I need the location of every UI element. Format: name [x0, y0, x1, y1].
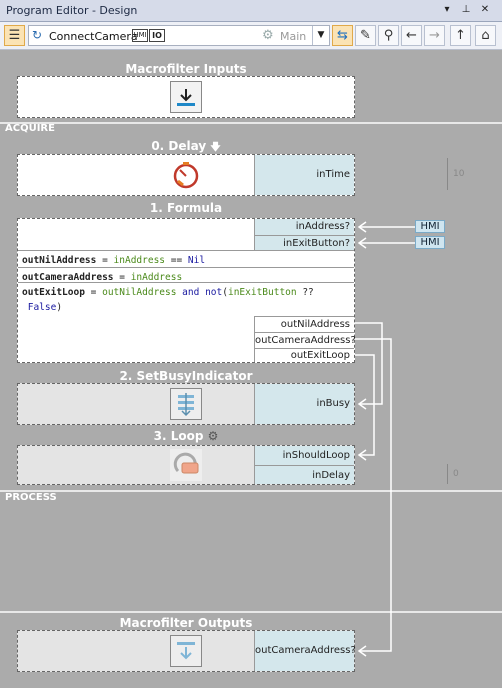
- io-icon: IO: [149, 29, 165, 42]
- variant-label: Main: [280, 30, 307, 43]
- edit-icon[interactable]: ✎: [355, 25, 376, 46]
- macro-inputs-block[interactable]: [17, 76, 355, 118]
- macro-output-outcameraaddress[interactable]: outCameraAddress?: [254, 631, 356, 671]
- process-divider: [0, 490, 502, 492]
- hmi-tag-inaddress[interactable]: HMI: [415, 220, 445, 233]
- arrow-down-icon: 🡇: [210, 142, 221, 153]
- formula-output-outcameraaddress[interactable]: outCameraAddress?: [254, 332, 356, 348]
- busy-indicator-icon: [170, 388, 202, 420]
- busy-block[interactable]: inBusy: [17, 383, 355, 425]
- dropdown-icon[interactable]: ▾: [444, 4, 450, 15]
- loop-param: 0: [447, 464, 467, 484]
- title-bar: Program Editor - Design ▾ ⊥ ✕: [0, 0, 502, 22]
- loop-input-inshouldloop[interactable]: inShouldLoop: [254, 446, 354, 465]
- formula-output-outniladdress[interactable]: outNilAddress: [254, 316, 354, 332]
- formula-block[interactable]: inAddress? inExitButton? outNilAddress =…: [17, 218, 356, 363]
- formula-input-inexitbutton[interactable]: inExitButton?: [254, 235, 354, 250]
- delay-block[interactable]: inTime: [17, 154, 355, 196]
- home-icon[interactable]: ⌂: [475, 25, 496, 46]
- forward-arrow-icon[interactable]: →: [424, 25, 445, 46]
- delay-input-intime[interactable]: inTime: [254, 155, 354, 195]
- formula-line-1[interactable]: outNilAddress = inAddress == Nil: [18, 250, 354, 270]
- refresh-macro-icon: ↻: [32, 28, 43, 42]
- macro-outputs-block[interactable]: outCameraAddress?: [17, 630, 356, 672]
- macrofilter-selector[interactable]: ↻ ConnectCamera HMI IO ⚙ Main ▼: [28, 25, 330, 46]
- up-arrow-icon[interactable]: ↑: [450, 25, 471, 46]
- gear-icon: ⚙: [262, 28, 274, 43]
- formula-title: 1. Formula: [149, 201, 223, 215]
- close-icon[interactable]: ✕: [480, 4, 490, 15]
- busy-input-inbusy[interactable]: inBusy: [254, 384, 354, 424]
- section-acquire: ACQUIRE: [5, 123, 55, 134]
- formula-input-inaddress[interactable]: inAddress?: [254, 219, 354, 235]
- loop-block[interactable]: inShouldLoop inDelay: [17, 445, 355, 485]
- back-arrow-icon[interactable]: ←: [401, 25, 422, 46]
- outputs-divider: [0, 611, 502, 613]
- program-canvas: Macrofilter Inputs ACQUIRE 0. Delay 🡇 in…: [0, 50, 502, 688]
- section-process: PROCESS: [5, 492, 57, 503]
- hmi-tag-inexitbutton[interactable]: HMI: [415, 236, 445, 249]
- toolbar: ☰ ↻ ConnectCamera HMI IO ⚙ Main ▼ ⇆ ✎ ⚲ …: [0, 22, 502, 50]
- acquire-divider: [0, 122, 502, 124]
- stopwatch-icon: [170, 159, 202, 191]
- pin-icon[interactable]: ⊥: [461, 4, 471, 15]
- loop-input-indelay[interactable]: inDelay: [254, 465, 354, 484]
- formula-line-3[interactable]: outExitLoop = outNilAddress and not(inEx…: [18, 282, 354, 316]
- search-icon[interactable]: ⚲: [378, 25, 399, 46]
- window-title: Program Editor - Design: [6, 4, 138, 17]
- input-arrow-icon: [170, 81, 202, 113]
- macrofilter-name: ConnectCamera: [49, 30, 138, 43]
- hmi-icon: HMI: [132, 29, 148, 42]
- output-arrow-icon: [170, 635, 202, 667]
- delay-title: 0. Delay 🡇: [151, 139, 221, 153]
- macro-inputs-title: Macrofilter Inputs: [125, 62, 247, 76]
- connection-wires: [355, 221, 415, 657]
- macro-outputs-title: Macrofilter Outputs: [119, 616, 253, 630]
- gear-icon: ⚙: [207, 429, 219, 443]
- swap-icon[interactable]: ⇆: [332, 25, 353, 46]
- busy-title: 2. SetBusyIndicator: [119, 369, 253, 383]
- formula-output-outexitloop[interactable]: outExitLoop: [254, 348, 354, 362]
- menu-icon[interactable]: ☰: [4, 25, 25, 46]
- loop-icon: [170, 449, 202, 481]
- delay-param: 10: [447, 158, 467, 190]
- loop-title: 3. Loop ⚙: [153, 429, 219, 443]
- chevron-down-icon[interactable]: ▼: [312, 26, 329, 45]
